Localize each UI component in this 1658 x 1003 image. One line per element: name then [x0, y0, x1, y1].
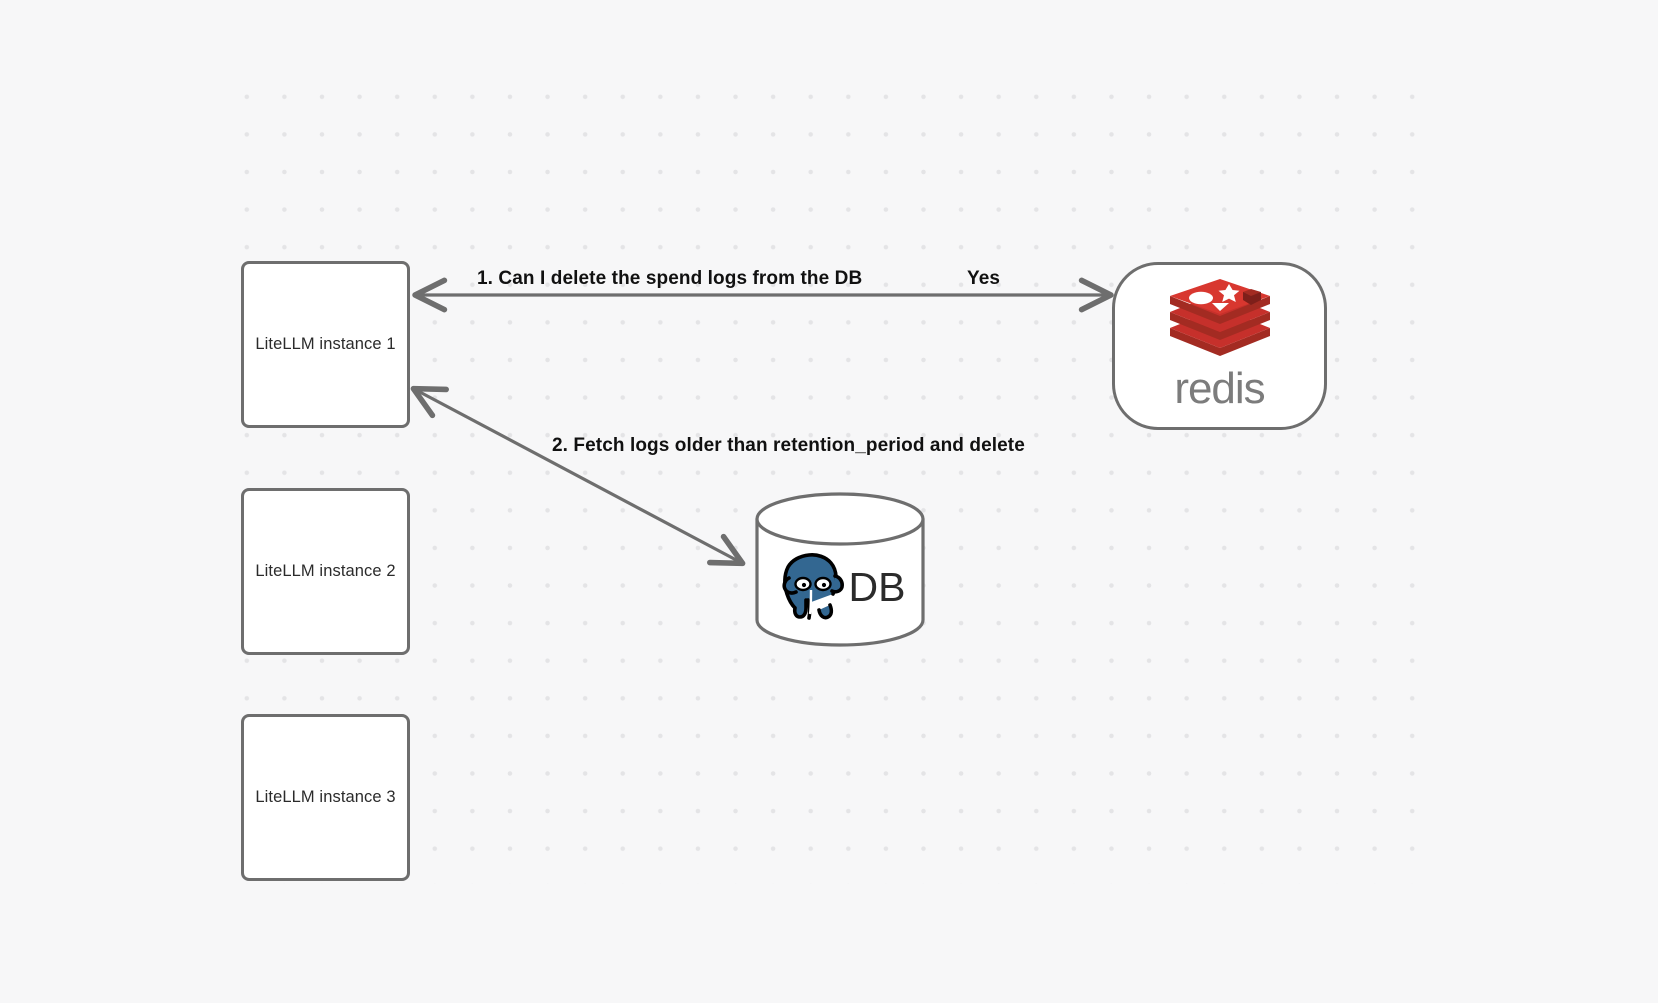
node-db[interactable]: DB — [754, 492, 926, 647]
node-litellm-instance-2[interactable]: LiteLLM instance 2 — [241, 488, 410, 655]
node-label: LiteLLM instance 2 — [255, 562, 396, 580]
node-redis[interactable]: redis — [1112, 262, 1327, 430]
node-label: LiteLLM instance 3 — [255, 788, 396, 806]
edge-label-1-return: Yes — [967, 268, 1001, 289]
node-litellm-instance-1[interactable]: LiteLLM instance 1 — [241, 261, 410, 428]
node-label: LiteLLM instance 1 — [255, 335, 396, 353]
db-content: DB — [754, 510, 926, 665]
redis-logo-wrap: redis — [1165, 278, 1275, 411]
edge-db-litellm1 — [410, 385, 746, 567]
postgresql-elephant-icon — [775, 548, 849, 627]
node-litellm-instance-3[interactable]: LiteLLM instance 3 — [241, 714, 410, 881]
redis-wordmark: redis — [1174, 363, 1265, 413]
edge-label-1: 1. Can I delete the spend logs from the … — [477, 268, 863, 289]
redis-icon — [1165, 278, 1275, 365]
edge-label-2: 2. Fetch logs older than retention_perio… — [552, 435, 1025, 456]
db-label: DB — [848, 564, 906, 610]
